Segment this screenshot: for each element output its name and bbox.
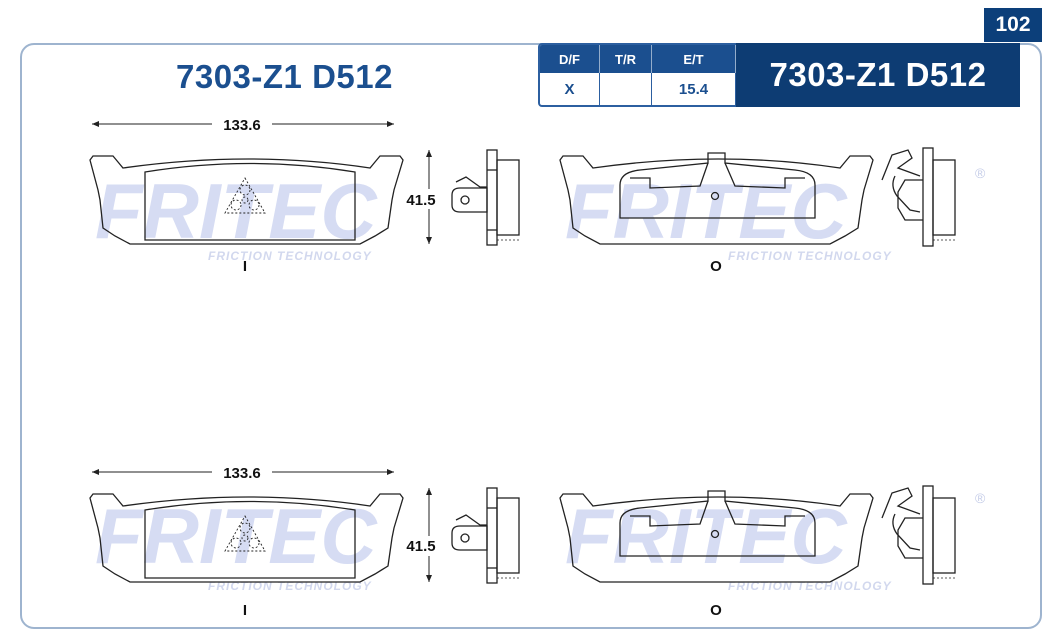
spec-value-df: X [540,73,600,105]
watermark-tagline: FRICTION TECHNOLOGY [728,249,892,263]
watermark-brand: FRITEC [95,492,378,580]
registered-mark: ® [975,490,986,506]
inner-label: I [243,258,247,275]
watermark-upper-right: FRITEC FRICTION TECHNOLOGY ® [565,165,986,263]
spec-value-et: 15.4 [652,73,736,105]
watermark-tagline: FRICTION TECHNOLOGY [728,579,892,593]
watermark-tagline: FRICTION TECHNOLOGY [208,579,372,593]
page-number-badge: 102 [984,8,1042,42]
inner-pad-side-profile [451,487,520,584]
height-dimension: 41.5 [406,192,435,209]
watermark-brand: FRITEC [95,167,378,255]
watermark-tagline: FRICTION TECHNOLOGY [208,249,372,263]
spec-table-values: X 15.4 [540,73,736,105]
width-dimension: 133.6 [223,465,261,482]
inner-label: I [243,602,247,619]
outer-label: O [710,258,722,275]
watermark-upper-left: FRITEC FRICTION TECHNOLOGY [95,167,378,263]
inner-pad-side-profile [451,149,520,246]
width-dimension: 133.6 [223,117,261,134]
content-frame [20,43,1042,629]
watermark-brand: FRITEC [565,167,848,255]
registered-mark: ® [975,165,986,181]
outer-pad-side-profile [881,147,956,247]
spec-value-tr [600,73,652,105]
height-dimension: 41.5 [406,538,435,555]
outer-pad-side-profile [881,485,956,585]
part-code-banner: 7303-Z1 D512 [736,43,1020,107]
spec-header-et: E/T [652,45,736,73]
spec-header-tr: T/R [600,45,652,73]
spec-header-df: D/F [540,45,600,73]
part-code-title: 7303-Z1 D512 [176,58,393,95]
outer-label: O [710,602,722,619]
spec-table-header: D/F T/R E/T [540,45,736,73]
